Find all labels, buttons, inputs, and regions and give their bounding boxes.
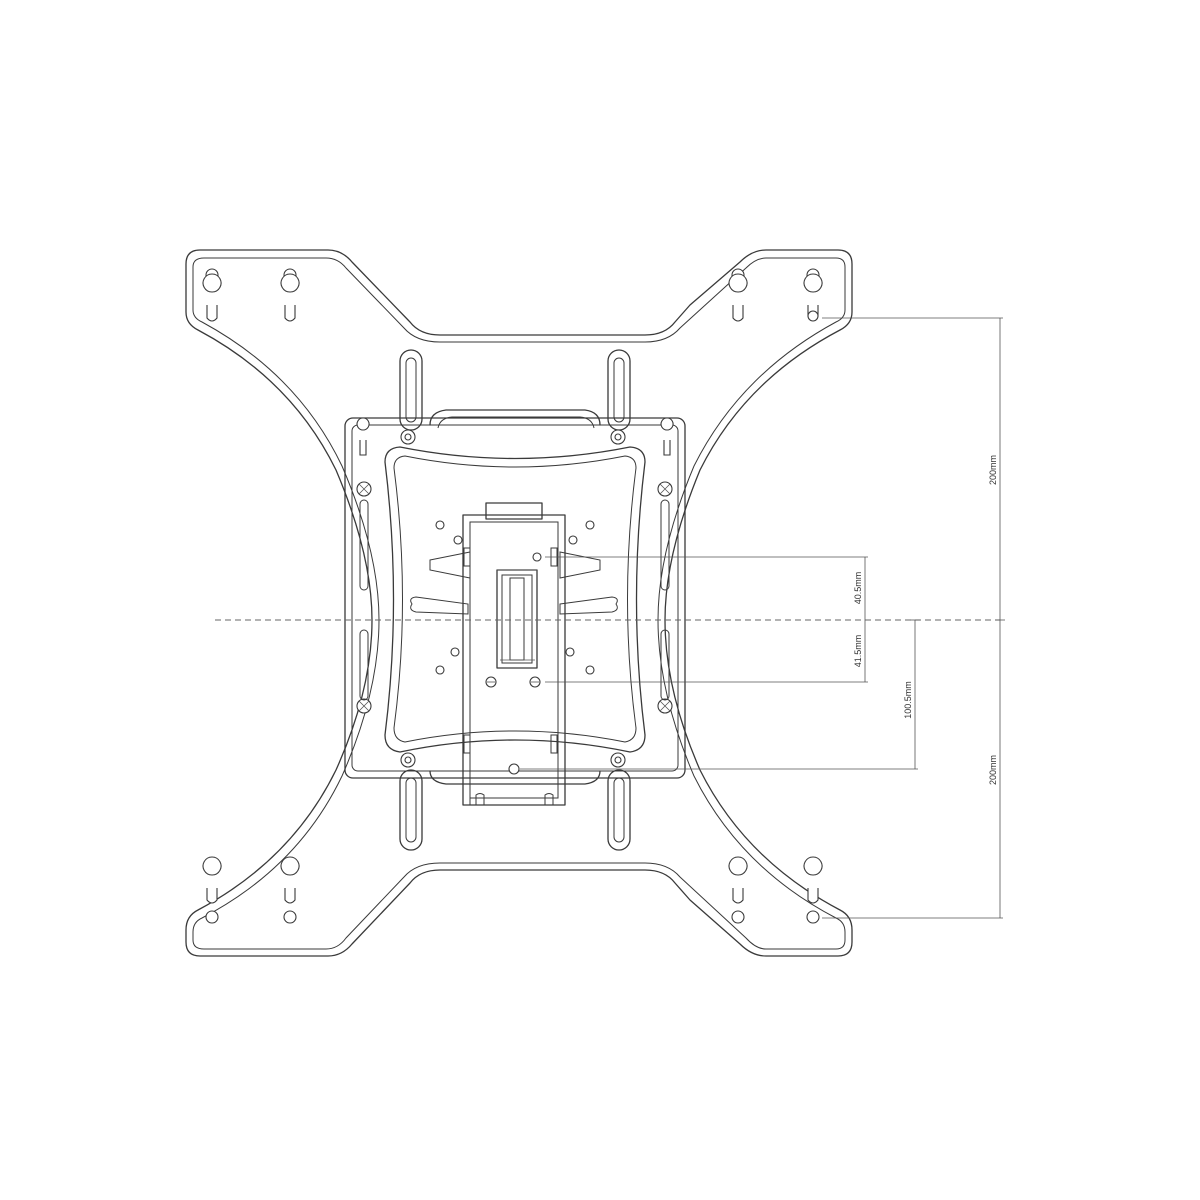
bracket-plate	[344, 409, 686, 785]
screw-icon	[356, 481, 673, 714]
vesa-plate	[185, 249, 853, 957]
dim-label-bottom-200: 200mm	[988, 755, 998, 785]
center-arm	[462, 502, 566, 806]
dim-label-40-5: 40.5mm	[853, 572, 863, 605]
dim-label-top-200: 200mm	[988, 455, 998, 485]
dim-label-41-5: 41.5mm	[853, 635, 863, 668]
dim-label-100-5: 100.5mm	[903, 681, 913, 719]
dimension-lines	[520, 317, 1005, 919]
